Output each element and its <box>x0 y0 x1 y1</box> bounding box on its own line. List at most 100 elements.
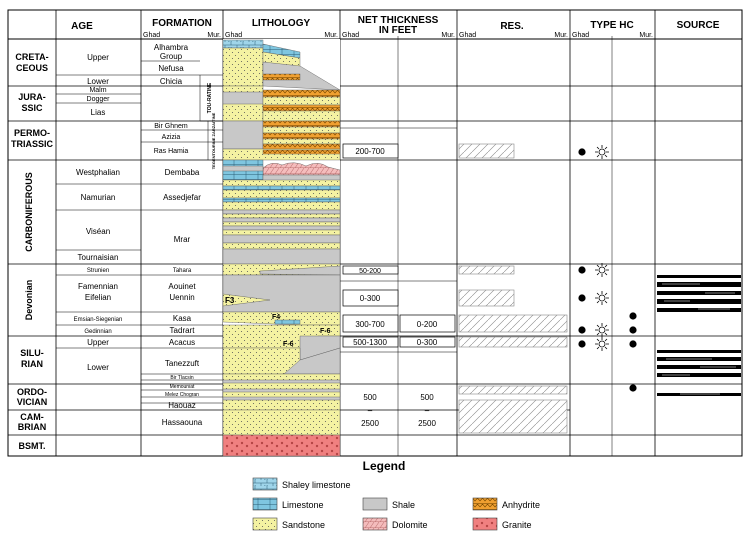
litho-shale <box>222 91 264 105</box>
header-row: AGE FORMATION LITHOLOGY NET THICKNESS IN… <box>71 15 720 36</box>
thickness-value: 500 <box>420 393 434 402</box>
ghad-label: Ghad <box>225 32 242 39</box>
header-age: AGE <box>71 21 93 32</box>
mur-label: Mur. <box>207 32 221 39</box>
ghad-label: Ghad <box>143 32 160 39</box>
legend-label: Shale <box>392 500 415 510</box>
litho-shale <box>222 379 341 384</box>
legend-item-granite: Granite <box>472 517 532 531</box>
litho-granite <box>222 434 341 457</box>
formation-label: Group <box>160 52 183 61</box>
litho-anhydrite <box>262 132 341 140</box>
column-grid <box>8 10 742 456</box>
reservoir-marker <box>458 314 568 333</box>
formation-label: Assedjefar <box>163 193 201 202</box>
formation-label: Ras Hamia <box>154 148 189 155</box>
litho-shaley-limestone <box>222 39 264 49</box>
legend-swatch <box>252 517 278 531</box>
epoch-label: Dogger <box>87 96 111 103</box>
litho-shale <box>222 248 341 265</box>
hc-oil-icon <box>578 148 637 392</box>
period-cambrian: CAM- <box>20 412 44 422</box>
formation-label: Tadrart <box>170 326 196 335</box>
hc-gas-icon <box>595 145 609 351</box>
legend-label: Granite <box>502 520 532 530</box>
ghad-label: Ghad <box>572 32 589 39</box>
litho-sandstone <box>222 47 264 87</box>
period-ordovician: ORDO- <box>17 387 47 397</box>
litho-shale <box>222 165 264 172</box>
thickness-value: – <box>368 406 373 415</box>
period-boundaries <box>8 85 742 436</box>
litho-sandstone <box>262 96 341 106</box>
litho-sandstone <box>222 221 341 227</box>
formation-label: Mrar <box>174 235 191 244</box>
epoch-label: Lower <box>87 77 109 86</box>
legend-label: Shaley limestone <box>282 480 351 490</box>
litho-labels: F3 F4 F-6 F-6 <box>225 296 331 348</box>
formation-labels: Alhambra Group Nefusa Chicia Bir Ghnem A… <box>154 43 216 427</box>
period-basement: BSMT. <box>19 441 46 451</box>
period-permo-triassic: PERMO- <box>14 128 50 138</box>
legend-swatch <box>362 517 388 531</box>
epoch-label: Lower <box>87 363 109 372</box>
epoch-label: Strunien <box>87 268 109 274</box>
formation-label: Tanezzuft <box>165 359 200 368</box>
lithology-column <box>222 39 341 457</box>
thickness-value: 2500 <box>361 419 379 428</box>
period-jurassic: JURA- <box>18 92 46 102</box>
period-devonian: Devonian <box>24 280 34 321</box>
period-labels: CRETA- CEOUS JURA- SSIC PERMO- TRIASSIC … <box>11 52 54 451</box>
legend-title: Legend <box>363 459 406 473</box>
type-hc-column <box>578 145 637 392</box>
header-res: RES. <box>500 21 524 32</box>
litho-shale <box>222 234 341 244</box>
litho-shale <box>222 388 341 393</box>
litho-sandstone <box>262 138 341 145</box>
formation-label: Uennin <box>169 293 194 302</box>
litho-label-f6: F-6 <box>283 341 294 348</box>
litho-sandstone <box>222 242 341 250</box>
litho-sandstone <box>222 189 341 199</box>
litho-sandstone <box>222 213 341 219</box>
epoch-label: Tournaisian <box>78 253 119 262</box>
formation-label: Aouinet <box>168 282 196 291</box>
litho-anhydrite <box>262 120 341 128</box>
epoch-label: Malm <box>89 87 106 94</box>
formation-label: Dembaba <box>165 168 200 177</box>
litho-shale <box>222 225 341 231</box>
thickness-value: 300-700 <box>355 320 385 329</box>
legend-swatch <box>472 497 498 511</box>
period-jurassic: SSIC <box>21 103 43 113</box>
reservoir-marker <box>458 265 515 275</box>
epoch-label: Eifelian <box>85 293 111 302</box>
litho-shale <box>222 217 341 223</box>
legend-item-limestone: Limestone <box>252 497 324 511</box>
legend-item-sandstone: Sandstone <box>252 517 325 531</box>
litho-limestone <box>222 197 341 203</box>
period-cretaceous: CEOUS <box>16 63 48 73</box>
reservoir-column <box>458 143 568 434</box>
formation-label: Chicia <box>160 77 183 86</box>
thickness-value: – <box>425 406 430 415</box>
ghad-label: Ghad <box>459 32 476 39</box>
litho-sandstone <box>222 409 341 436</box>
chart-frame <box>7 9 743 457</box>
epoch-label: Namurian <box>81 193 116 202</box>
header-net-thickness-1: NET THICKNESS <box>358 15 439 26</box>
period-carboniferous: CARBONIFEROUS <box>24 172 34 252</box>
litho-shale <box>222 396 341 401</box>
formation-note-tegentourine: TEGENTOURINE ZARZAITINE <box>211 112 216 169</box>
formation-label: Kasa <box>173 314 192 323</box>
legend-swatch <box>252 477 278 491</box>
period-cambrian: BRIAN <box>18 422 47 432</box>
period-silurian: RIAN <box>21 359 43 369</box>
litho-sandstone-f3 <box>222 293 271 307</box>
formation-label: Bir Ghnem <box>154 123 188 130</box>
thickness-value: 200-700 <box>355 147 385 156</box>
reservoir-marker <box>458 399 568 434</box>
litho-limestone-lens <box>274 319 301 325</box>
legend-label: Sandstone <box>282 520 325 530</box>
mur-label: Mur. <box>441 32 455 39</box>
mur-label: Mur. <box>554 32 568 39</box>
